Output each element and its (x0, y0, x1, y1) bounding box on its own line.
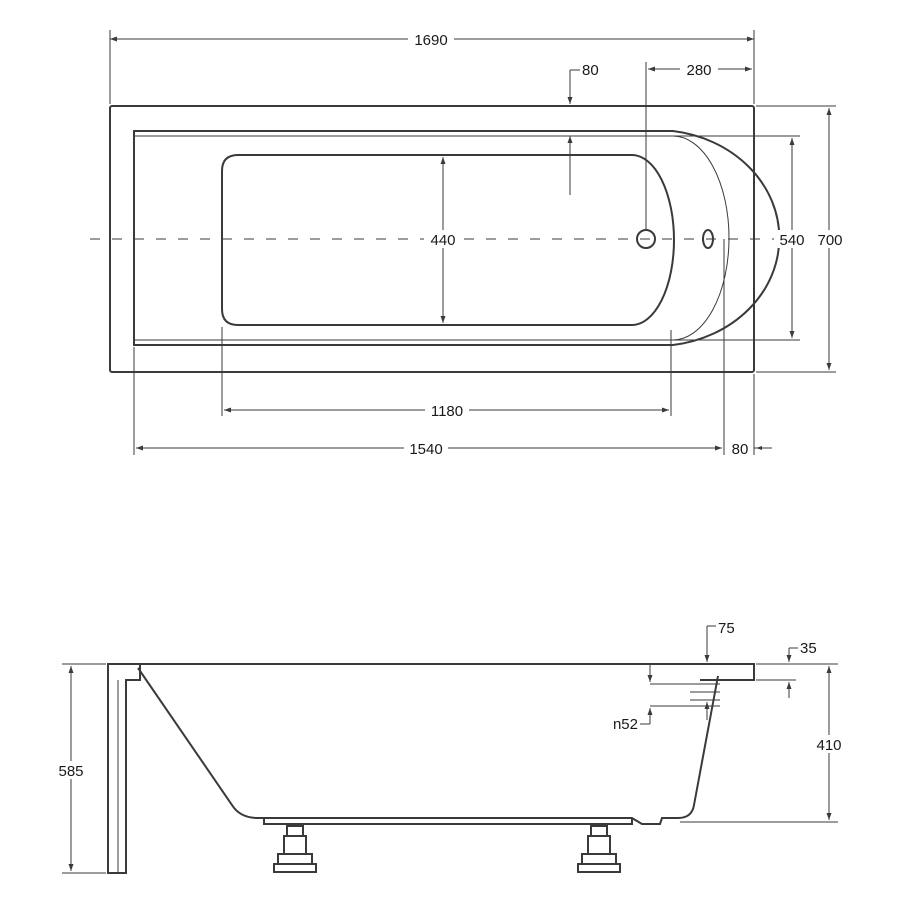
dim-label-35: 35 (800, 640, 817, 657)
tub-body-outline (137, 667, 719, 825)
dim-label-1540: 1540 (409, 441, 442, 458)
dim-label-585: 585 (58, 763, 83, 780)
overflow-fitting (690, 683, 720, 707)
dim-label-280: 280 (686, 62, 711, 79)
dim-label-75: 75 (718, 620, 735, 637)
dim-label-540: 540 (779, 232, 804, 249)
drain-icon (636, 229, 656, 249)
side-view: 585 410 35 75 n52 (52, 620, 847, 874)
leg-left (273, 825, 317, 873)
dim-label-1690: 1690 (414, 32, 447, 49)
dim-label-1180: 1180 (431, 403, 463, 420)
head-arc (672, 135, 730, 341)
dim-label-440: 440 (430, 232, 455, 249)
front-panel-outline (107, 663, 141, 874)
side-rim-outline (138, 663, 755, 681)
bottom-flat-outline (221, 154, 675, 326)
dim-label-rim-80: 80 (582, 62, 599, 79)
dim-label-n52: n52 (613, 716, 638, 733)
base-plate (263, 818, 633, 825)
dim-label-410: 410 (816, 737, 841, 754)
leg-right (577, 825, 621, 873)
top-view: 1690 80 280 440 540 700 1180 (90, 30, 848, 458)
dim-label-700: 700 (817, 232, 842, 249)
dim-label-end-80: 80 (732, 441, 749, 458)
